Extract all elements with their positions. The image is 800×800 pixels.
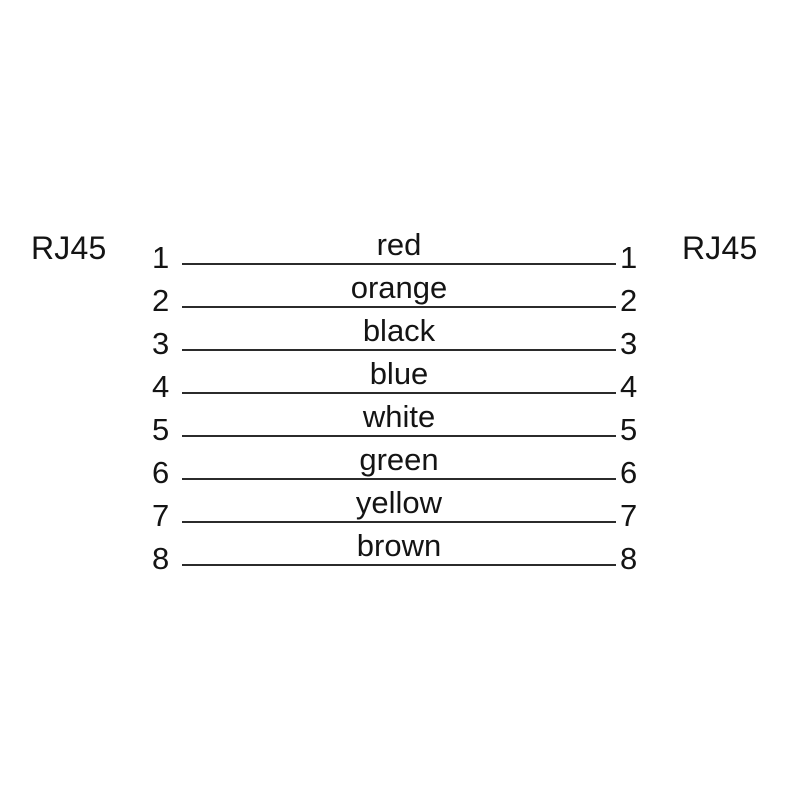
wire-color-label: black bbox=[362, 313, 436, 348]
wire-line bbox=[182, 349, 616, 351]
wire-color-label: green bbox=[359, 442, 439, 477]
wire-line bbox=[182, 564, 616, 566]
left-pin-number: 1 bbox=[152, 240, 170, 275]
right-connector-label: RJ45 bbox=[682, 230, 758, 266]
left-pin-number: 7 bbox=[152, 498, 170, 533]
wire-line bbox=[182, 521, 616, 523]
right-pin-number: 6 bbox=[620, 455, 638, 490]
wire-line bbox=[182, 263, 616, 265]
wire-line bbox=[182, 306, 616, 308]
wire-line bbox=[182, 392, 616, 394]
left-pin-number: 2 bbox=[152, 283, 170, 318]
wire-color-label: blue bbox=[369, 356, 429, 391]
wire-color-label: red bbox=[376, 227, 422, 262]
right-pin-number: 7 bbox=[620, 498, 638, 533]
left-pin-number: 3 bbox=[152, 326, 170, 361]
right-pin-number: 2 bbox=[620, 283, 638, 318]
left-connector-label: RJ45 bbox=[31, 230, 107, 266]
wire-color-label: white bbox=[362, 399, 436, 434]
right-pin-number: 5 bbox=[620, 412, 638, 447]
wire-color-label: brown bbox=[356, 528, 442, 563]
left-pin-number: 8 bbox=[152, 541, 170, 576]
right-pin-number: 1 bbox=[620, 240, 638, 275]
wire-line bbox=[182, 478, 616, 480]
wire-color-label: yellow bbox=[355, 485, 443, 520]
wire-line bbox=[182, 435, 616, 437]
right-pin-number: 4 bbox=[620, 369, 638, 404]
right-pin-number: 8 bbox=[620, 541, 638, 576]
left-pin-number: 6 bbox=[152, 455, 170, 490]
wire-color-label: orange bbox=[350, 270, 448, 305]
right-pin-number: 3 bbox=[620, 326, 638, 361]
left-pin-number: 5 bbox=[152, 412, 170, 447]
left-pin-number: 4 bbox=[152, 369, 170, 404]
